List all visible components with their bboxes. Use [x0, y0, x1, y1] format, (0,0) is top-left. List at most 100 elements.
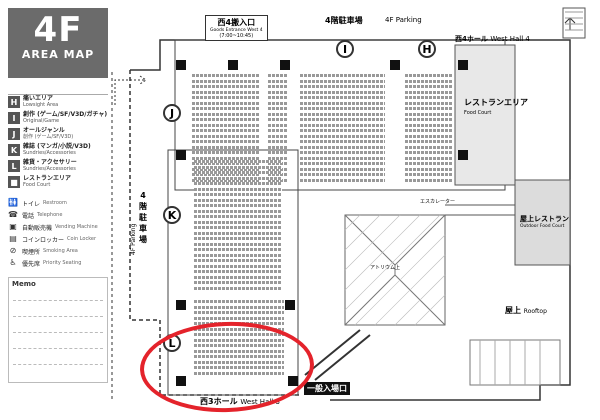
booth-row: [194, 344, 284, 347]
parking-top-ja: 4階駐車場: [325, 16, 363, 25]
booth-row: [194, 215, 282, 218]
booth-row: [268, 156, 288, 160]
parking-left-en: 4F Parking: [130, 223, 137, 255]
parking-top-en: 4F Parking: [385, 16, 422, 24]
legend-badge: L: [8, 160, 20, 172]
memo-label: Memo: [12, 280, 36, 288]
booth-row: [192, 167, 260, 171]
pillar: [176, 376, 186, 386]
legend-item: J オールジャンル創作 (ゲーム/SF/V3D): [8, 127, 108, 141]
booth-row: [194, 253, 282, 257]
facility-en: Restroom: [43, 200, 67, 206]
facility-en: Smoking Area: [43, 248, 78, 254]
restaurant-area-label: レストランエリア Food Court: [464, 98, 528, 116]
booth-row: [194, 160, 282, 163]
booth-row: [192, 101, 260, 105]
legend-ja: レストランエリア: [23, 175, 72, 182]
area-marker-j: J: [163, 104, 181, 122]
booth-row: [300, 79, 385, 83]
booth-row: [268, 90, 288, 94]
facility-en: Telephone: [37, 212, 63, 218]
booth-row: [194, 286, 282, 290]
booth-row: [192, 145, 260, 149]
memo-line: [13, 364, 103, 365]
booth-row: [405, 173, 453, 176]
pillar: [176, 60, 186, 70]
facility-ja: 喫煙所: [22, 248, 41, 256]
booth-row: [192, 173, 260, 176]
booth-row: [192, 90, 260, 94]
west-hall3-label: 西3ホール West Hall 3: [200, 397, 280, 406]
booth-row: [194, 311, 284, 314]
booth-row: [194, 300, 284, 303]
booth-row: [300, 90, 385, 94]
atrium-label: アトリウム上: [370, 265, 401, 271]
booth-row: [194, 371, 284, 375]
booth-row: [192, 79, 260, 83]
legend-badge: I: [8, 112, 20, 124]
legend-item: K 雑誌 (マンガ/小説/V3D)Sundries/Accessories: [8, 143, 108, 157]
legend-en: 創作 (ゲーム/SF/V3D): [23, 134, 74, 140]
booth-row: [194, 182, 282, 185]
legend-ja: 創作 (ゲーム/SF/V3D/ガチャ): [23, 111, 108, 118]
area-marker-l: L: [163, 334, 181, 352]
booth-row: [300, 162, 385, 165]
booth-row: [300, 96, 385, 99]
booth-row: [300, 173, 385, 176]
booth-row: [405, 167, 453, 171]
booth-row: [268, 123, 288, 127]
pillar: [176, 300, 186, 310]
booth-row: [268, 79, 288, 83]
booth-row: [194, 327, 284, 331]
booth-row: [192, 140, 260, 143]
general-entrance-label: 一般入場口: [304, 382, 350, 395]
area-marker-h: H: [418, 40, 436, 58]
booth-row: [268, 112, 288, 116]
booth-row: [194, 187, 282, 191]
booth-row: [405, 145, 453, 149]
legend-badge: ■: [8, 176, 20, 188]
booth-row: [194, 264, 282, 268]
booth-row: [300, 134, 385, 138]
booth-row: [192, 107, 260, 110]
booth-row: [194, 193, 282, 196]
floor-title-block: 4F AREA MAP: [8, 8, 108, 78]
booth-row: [194, 349, 284, 353]
booth-row: [300, 118, 385, 121]
booth-row: [194, 305, 284, 309]
escalator-label: エスカレーター: [420, 199, 456, 205]
booth-row: [268, 173, 288, 176]
booth-row: [194, 237, 282, 240]
booth-row: [300, 101, 385, 105]
booth-row: [300, 85, 385, 88]
booth-row: [268, 167, 288, 171]
smoking-icon: ⊘: [9, 246, 17, 255]
booth-row: [192, 151, 260, 154]
booth-row: [300, 129, 385, 132]
booth-row: [405, 140, 453, 143]
booth-row: [194, 209, 282, 213]
west-hall4-label: 西4ホール West Hall 4: [455, 35, 530, 43]
pillar: [390, 60, 400, 70]
legend-en: Sundries/Accessories: [23, 166, 76, 172]
booth-row: [192, 112, 260, 116]
booth-row: [268, 129, 288, 132]
legend-en: Sundries/Accessories: [23, 150, 76, 156]
booth-row: [194, 248, 282, 251]
booth-row: [194, 275, 282, 279]
booth-row: [300, 145, 385, 149]
locker-icon: ▤: [9, 234, 17, 243]
area-marker-i: I: [336, 40, 354, 58]
booth-row: [268, 74, 288, 77]
facility-ja: 自動販売機: [22, 224, 53, 232]
facility-en: Priority Seating: [43, 260, 82, 266]
booth-row: [194, 333, 284, 336]
booth-row: [194, 171, 282, 174]
booth-row: [192, 118, 260, 121]
pillar: [176, 150, 186, 160]
